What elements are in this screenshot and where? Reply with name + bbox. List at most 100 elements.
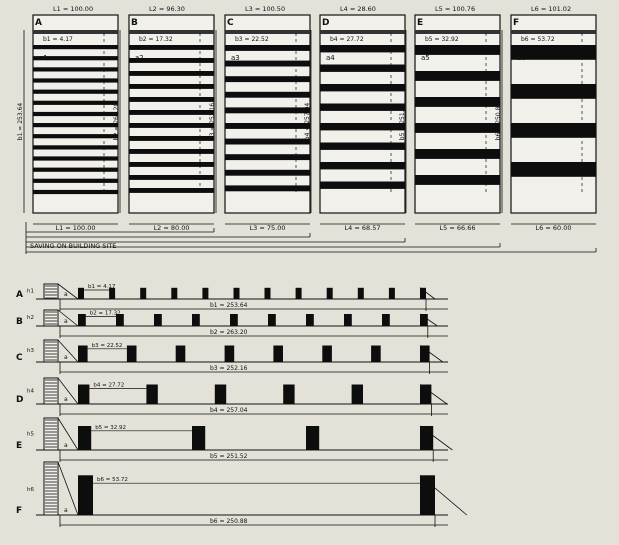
plan-building-row [320,123,405,131]
plan-letter: B [131,18,138,28]
plan-building-row [415,123,500,133]
plan-letter: D [322,18,329,28]
plan-building-row [33,134,118,139]
plan-side-dim-label: b2 = 263.20 [113,103,120,141]
plan-building-row [33,167,118,172]
plan-building-row [511,45,596,60]
section-total-label: b1 = 253.64 [210,302,248,309]
plan-top-length: L4 = 28.60 [340,5,376,13]
plan-a-label: a5 [421,54,430,62]
plan-building-row [33,78,118,83]
section-building-block [306,426,320,450]
section-building-block [78,426,92,450]
section-building-block [344,314,352,326]
plan-building-row [129,97,214,102]
section-building-block [322,345,332,362]
plan-a-label: a1 [39,54,48,62]
plan-building-row [129,175,214,180]
plan-building-row [33,67,118,72]
section-letter: B [16,317,23,327]
section-building-block [233,287,240,300]
section-shadow-line [419,313,438,327]
plan-letter: A [35,18,42,28]
plan-building-row [415,71,500,81]
section-building-block [202,287,209,300]
section-spacing-label: b3 = 22.52 [92,343,123,349]
plan-building-row [511,123,596,138]
plan-building-row [33,45,118,50]
plan-building-row [320,84,405,92]
plan-hatch-band [511,30,596,34]
section-height-label: h5 [27,432,34,438]
plan-building-row [225,60,310,67]
plan-building-row [33,123,118,128]
plan-building-row [33,178,118,183]
section-building-block [126,345,137,362]
section-building-block [214,384,227,404]
plan-letter: E [417,18,423,28]
section-building-block [171,287,178,300]
plan-building-row [33,189,118,195]
plan-building-row [415,97,500,107]
section-shadow-line [57,309,79,327]
plan-building-row [320,45,405,53]
section-building-block [420,287,426,300]
plan-bottom-length: L2 = 80.00 [154,224,190,232]
plan-top-length: L1 = 100.00 [53,5,93,13]
plan-building-row [225,45,310,51]
plan-building-row [225,185,310,192]
plan-building-row [320,64,405,72]
section-building-block [306,314,314,326]
section-total-label: b4 = 257.04 [210,407,248,414]
saving-lines [25,222,597,254]
plan-building-row [225,91,310,98]
plan-building-row [225,154,310,161]
section-building-block [420,314,428,326]
section-spacing-label: b1 = 4.17 [88,284,116,290]
section-building-block [154,314,162,326]
section-building-block [78,314,86,326]
section-building-block [192,426,206,450]
section-shadow-line [57,417,79,451]
plan-building-row [225,123,310,129]
plan-building-row [33,89,118,94]
plan-building-row [511,162,596,177]
plan-side-dim-label: b3 = 252.16 [209,103,216,141]
plan-building-row [129,45,214,50]
section-building-block [273,345,283,362]
plan-building-row [33,56,118,61]
section-building-block [420,426,434,450]
plan-side-dim-label: b5 = 251.51 [399,103,406,141]
section-spacing-label: b5 = 32.92 [95,425,126,431]
plan-side-dim-label: b1 = 253.64 [17,103,24,141]
section-building-block [351,384,363,404]
plan-building-row [320,142,405,150]
plan-building-row [415,45,500,55]
plan-a-label: a3 [231,54,240,62]
section-a-label: a [64,354,68,361]
plan-building-row [129,71,214,76]
section-shadow-line [57,339,79,363]
plan-building-row [225,107,310,114]
plan-bottom-length: L4 = 68.57 [345,224,381,232]
plan-a-label: a6 [517,54,526,62]
section-total-label: b3 = 252.16 [210,365,248,372]
plan-top-length: L3 = 100.50 [245,5,285,13]
section-spacing-label: b4 = 27.72 [93,382,124,388]
plan-building-row [129,188,214,193]
plan-spacing-label: b6 = 53.72 [521,36,555,43]
section-building-block [78,287,84,300]
plan-a-label: a2 [135,54,144,62]
section-shadow-line [57,377,79,405]
plan-bottom-length: L3 = 75.00 [250,224,286,232]
section-building-block [224,345,235,362]
section-spacing-label: b2 = 17.32 [90,310,121,316]
plan-building-row [225,76,310,83]
plan-building-row [225,169,310,176]
section-building-block [264,287,271,300]
